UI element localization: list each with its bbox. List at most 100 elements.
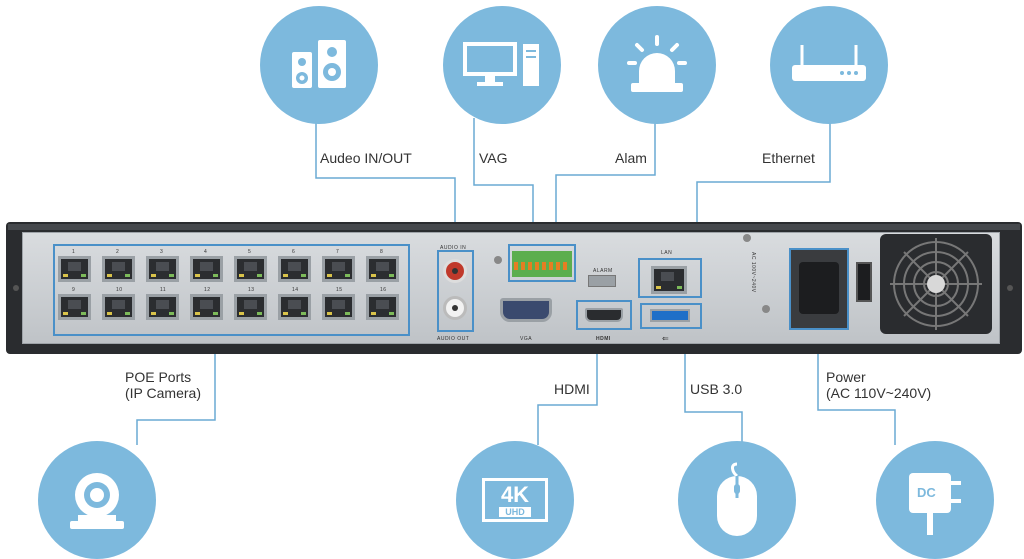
fan-grille (880, 234, 992, 334)
poe-port-number: 11 (160, 287, 167, 293)
poe-port[interactable] (102, 256, 135, 282)
alarm-pin (563, 262, 567, 270)
poe-port-number: 5 (248, 249, 252, 255)
poe-port-number: 7 (336, 249, 340, 255)
alarm-pin (521, 262, 525, 270)
audio-out-text: AUDIO OUT (437, 336, 470, 342)
poe-port[interactable] (146, 256, 179, 282)
poe-port[interactable] (58, 256, 91, 282)
power-label-line1: Power (826, 369, 866, 385)
mouse-icon-circle (678, 441, 796, 559)
poe-port[interactable] (366, 256, 399, 282)
poe-port-number: 4 (204, 249, 208, 255)
uhd-text: UHD (499, 507, 531, 517)
alarm-light-icon (627, 35, 687, 92)
poe-label-line2: (IP Camera) (125, 385, 201, 401)
4k-uhd-icon-circle: 4K UHD (456, 441, 574, 559)
alarm-pin (549, 262, 553, 270)
alarm-pin (528, 262, 532, 270)
usb-label: USB 3.0 (690, 381, 743, 397)
adapter-prong-top (951, 481, 961, 485)
ip-camera-icon-circle (38, 441, 156, 559)
poe-port[interactable] (234, 294, 267, 320)
poe-port[interactable] (146, 294, 179, 320)
lan-group (638, 258, 702, 298)
poe-port[interactable] (366, 294, 399, 320)
ip-camera-icon (70, 473, 124, 529)
poe-port-number: 16 (380, 287, 387, 293)
poe-port[interactable] (278, 294, 311, 320)
alarm-pin (542, 262, 546, 270)
poe-port-number: 15 (336, 287, 343, 293)
lan-port[interactable] (651, 266, 687, 294)
screw (762, 305, 770, 313)
power-socket[interactable] (799, 262, 839, 314)
speakers-icon-circle (260, 6, 378, 124)
poe-port[interactable] (322, 294, 355, 320)
screw (743, 234, 751, 242)
vga-port[interactable] (500, 298, 552, 322)
poe-port[interactable] (58, 294, 91, 320)
alarm-text: ALARM (593, 268, 613, 274)
hdmi-port[interactable] (585, 308, 623, 322)
poe-port-number: 12 (204, 287, 211, 293)
poe-port-number: 13 (248, 287, 255, 293)
poe-port[interactable] (322, 256, 355, 282)
poe-port[interactable] (190, 294, 223, 320)
audio-in-jack[interactable] (443, 259, 467, 283)
audio-label: Audeo IN/OUT (320, 150, 412, 166)
power-switch[interactable] (856, 262, 872, 302)
monitor-icon-circle (443, 6, 561, 124)
dc-adapter-icon: DC (905, 463, 965, 537)
ac-rating-text: AC 100V~240V (750, 252, 756, 293)
alarm-pin (514, 262, 518, 270)
alarm-pin (556, 262, 560, 270)
usb-group (640, 303, 702, 329)
power-label-line2: (AC 110V~240V) (826, 385, 932, 401)
hdmi-text: HDMI (596, 336, 611, 342)
poe-port[interactable] (278, 256, 311, 282)
usb-port[interactable] (650, 309, 690, 322)
vga-label: VAG (479, 150, 508, 166)
poe-port[interactable] (102, 294, 135, 320)
poe-port-number: 1 (72, 249, 76, 255)
adapter-body (909, 473, 951, 513)
poe-port-number: 6 (292, 249, 296, 255)
hdmi-group (576, 300, 632, 330)
poe-port-number: 3 (160, 249, 164, 255)
monitor-icon (463, 42, 539, 86)
audio-in-text: AUDIO IN (440, 245, 467, 251)
poe-ports-group (53, 244, 410, 336)
poe-port[interactable] (234, 256, 267, 282)
audio-out-jack[interactable] (443, 296, 467, 320)
poe-port-number: 9 (72, 287, 76, 293)
router-icon (792, 45, 866, 81)
alarm-light-icon-circle (598, 6, 716, 124)
poe-port-number: 10 (116, 287, 123, 293)
vga-text: VGA (520, 336, 533, 342)
poe-port[interactable] (190, 256, 223, 282)
ethernet-label: Ethernet (762, 150, 815, 166)
alarm-terminal-group (508, 244, 576, 282)
audio-group (437, 250, 474, 332)
lan-text: LAN (661, 250, 673, 256)
poe-port-number: 8 (380, 249, 384, 255)
hdmi-label: HDMI (554, 381, 590, 397)
alarm-label: Alam (615, 150, 647, 166)
screw (494, 256, 502, 264)
adapter-cable (927, 513, 933, 535)
poe-label-line1: POE Ports (125, 369, 192, 385)
dc-text: DC (917, 485, 936, 500)
alarm-pin (535, 262, 539, 270)
usb-text: ⇐ (662, 334, 670, 343)
speakers-icon (292, 40, 346, 88)
adapter-prong-bottom (951, 499, 961, 503)
4k-uhd-icon: 4K UHD (482, 478, 548, 522)
router-icon-circle (770, 6, 888, 124)
4k-text: 4K (500, 482, 530, 507)
alarm-pins-small (588, 275, 616, 287)
poe-port-number: 2 (116, 249, 120, 255)
mouse-icon (717, 462, 757, 536)
dc-adapter-icon-circle: DC (876, 441, 994, 559)
poe-port-number: 14 (292, 287, 299, 293)
